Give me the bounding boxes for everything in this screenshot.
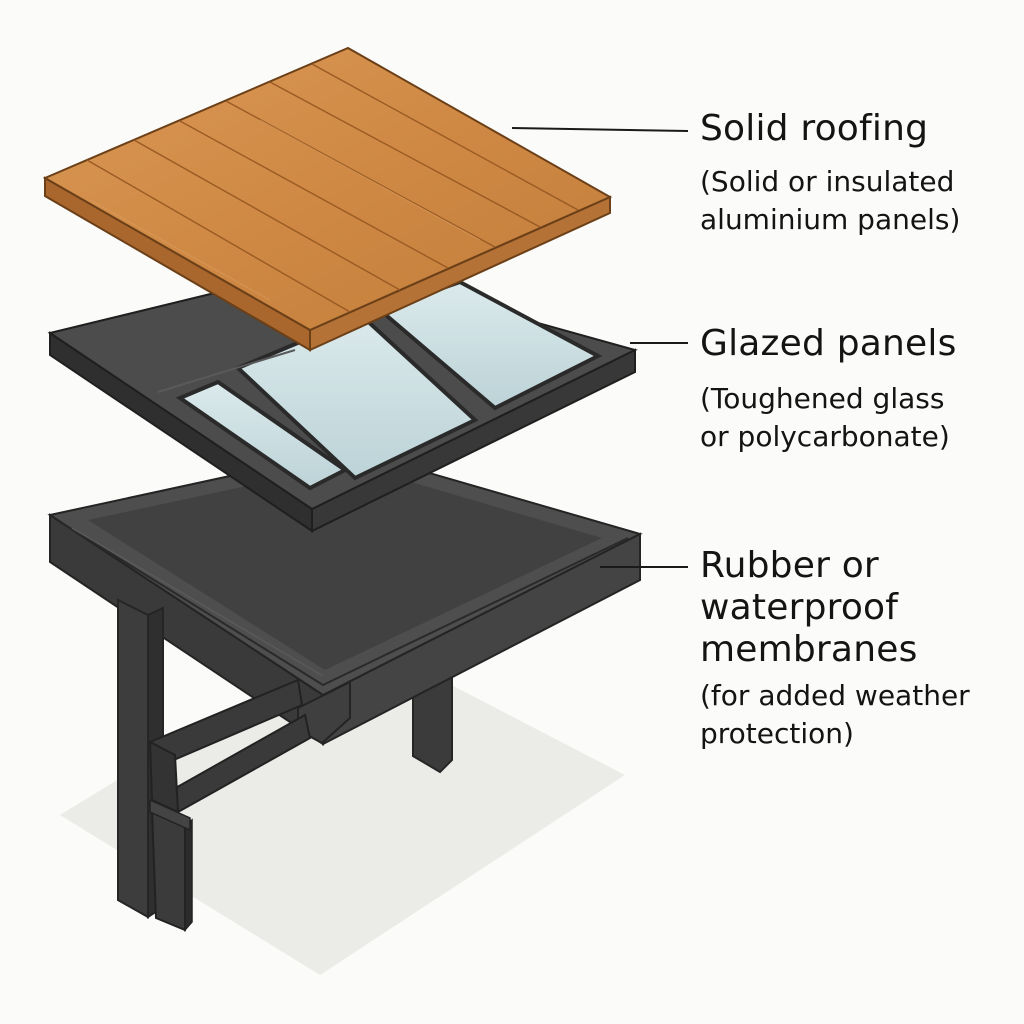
wood-panel-top [42,46,613,332]
downpipe [148,678,312,932]
front-leg [117,598,149,919]
solid-roofing-layer [42,46,613,352]
subtitle-line: protection) [700,717,854,750]
label-subtitle: (Solid or insulated aluminium panels) [700,163,960,239]
title-line: membranes [700,629,918,670]
subtitle-line: aluminium panels) [700,203,961,236]
label-membrane: Rubber or waterproof membranes (for adde… [700,545,970,753]
label-title: Glazed panels [700,323,957,364]
subtitle-line: (for added weather [700,679,970,712]
label-glazed-panels: Glazed panels (Toughened glass or polyca… [700,323,957,456]
label-solid-roofing: Solid roofing (Solid or insulated alumin… [700,108,960,239]
subtitle-line: (Toughened glass [700,382,945,415]
label-subtitle: (for added weather protection) [700,677,970,753]
title-line: Rubber or [700,545,879,586]
glazed-panel-layer [47,263,638,533]
leader-line-solid-roofing [511,127,689,132]
label-subtitle: (Toughened glass or polycarbonate) [700,380,957,456]
floor-shadow [60,635,625,975]
subtitle-line: (Solid or insulated [700,165,955,198]
membrane-surface [88,464,602,670]
title-line: waterproof [700,587,899,628]
label-title: Solid roofing [700,108,929,149]
subtitle-line: or polycarbonate) [700,420,950,453]
label-title: Rubber or waterproof membranes [700,545,970,671]
base-structure [47,448,643,932]
